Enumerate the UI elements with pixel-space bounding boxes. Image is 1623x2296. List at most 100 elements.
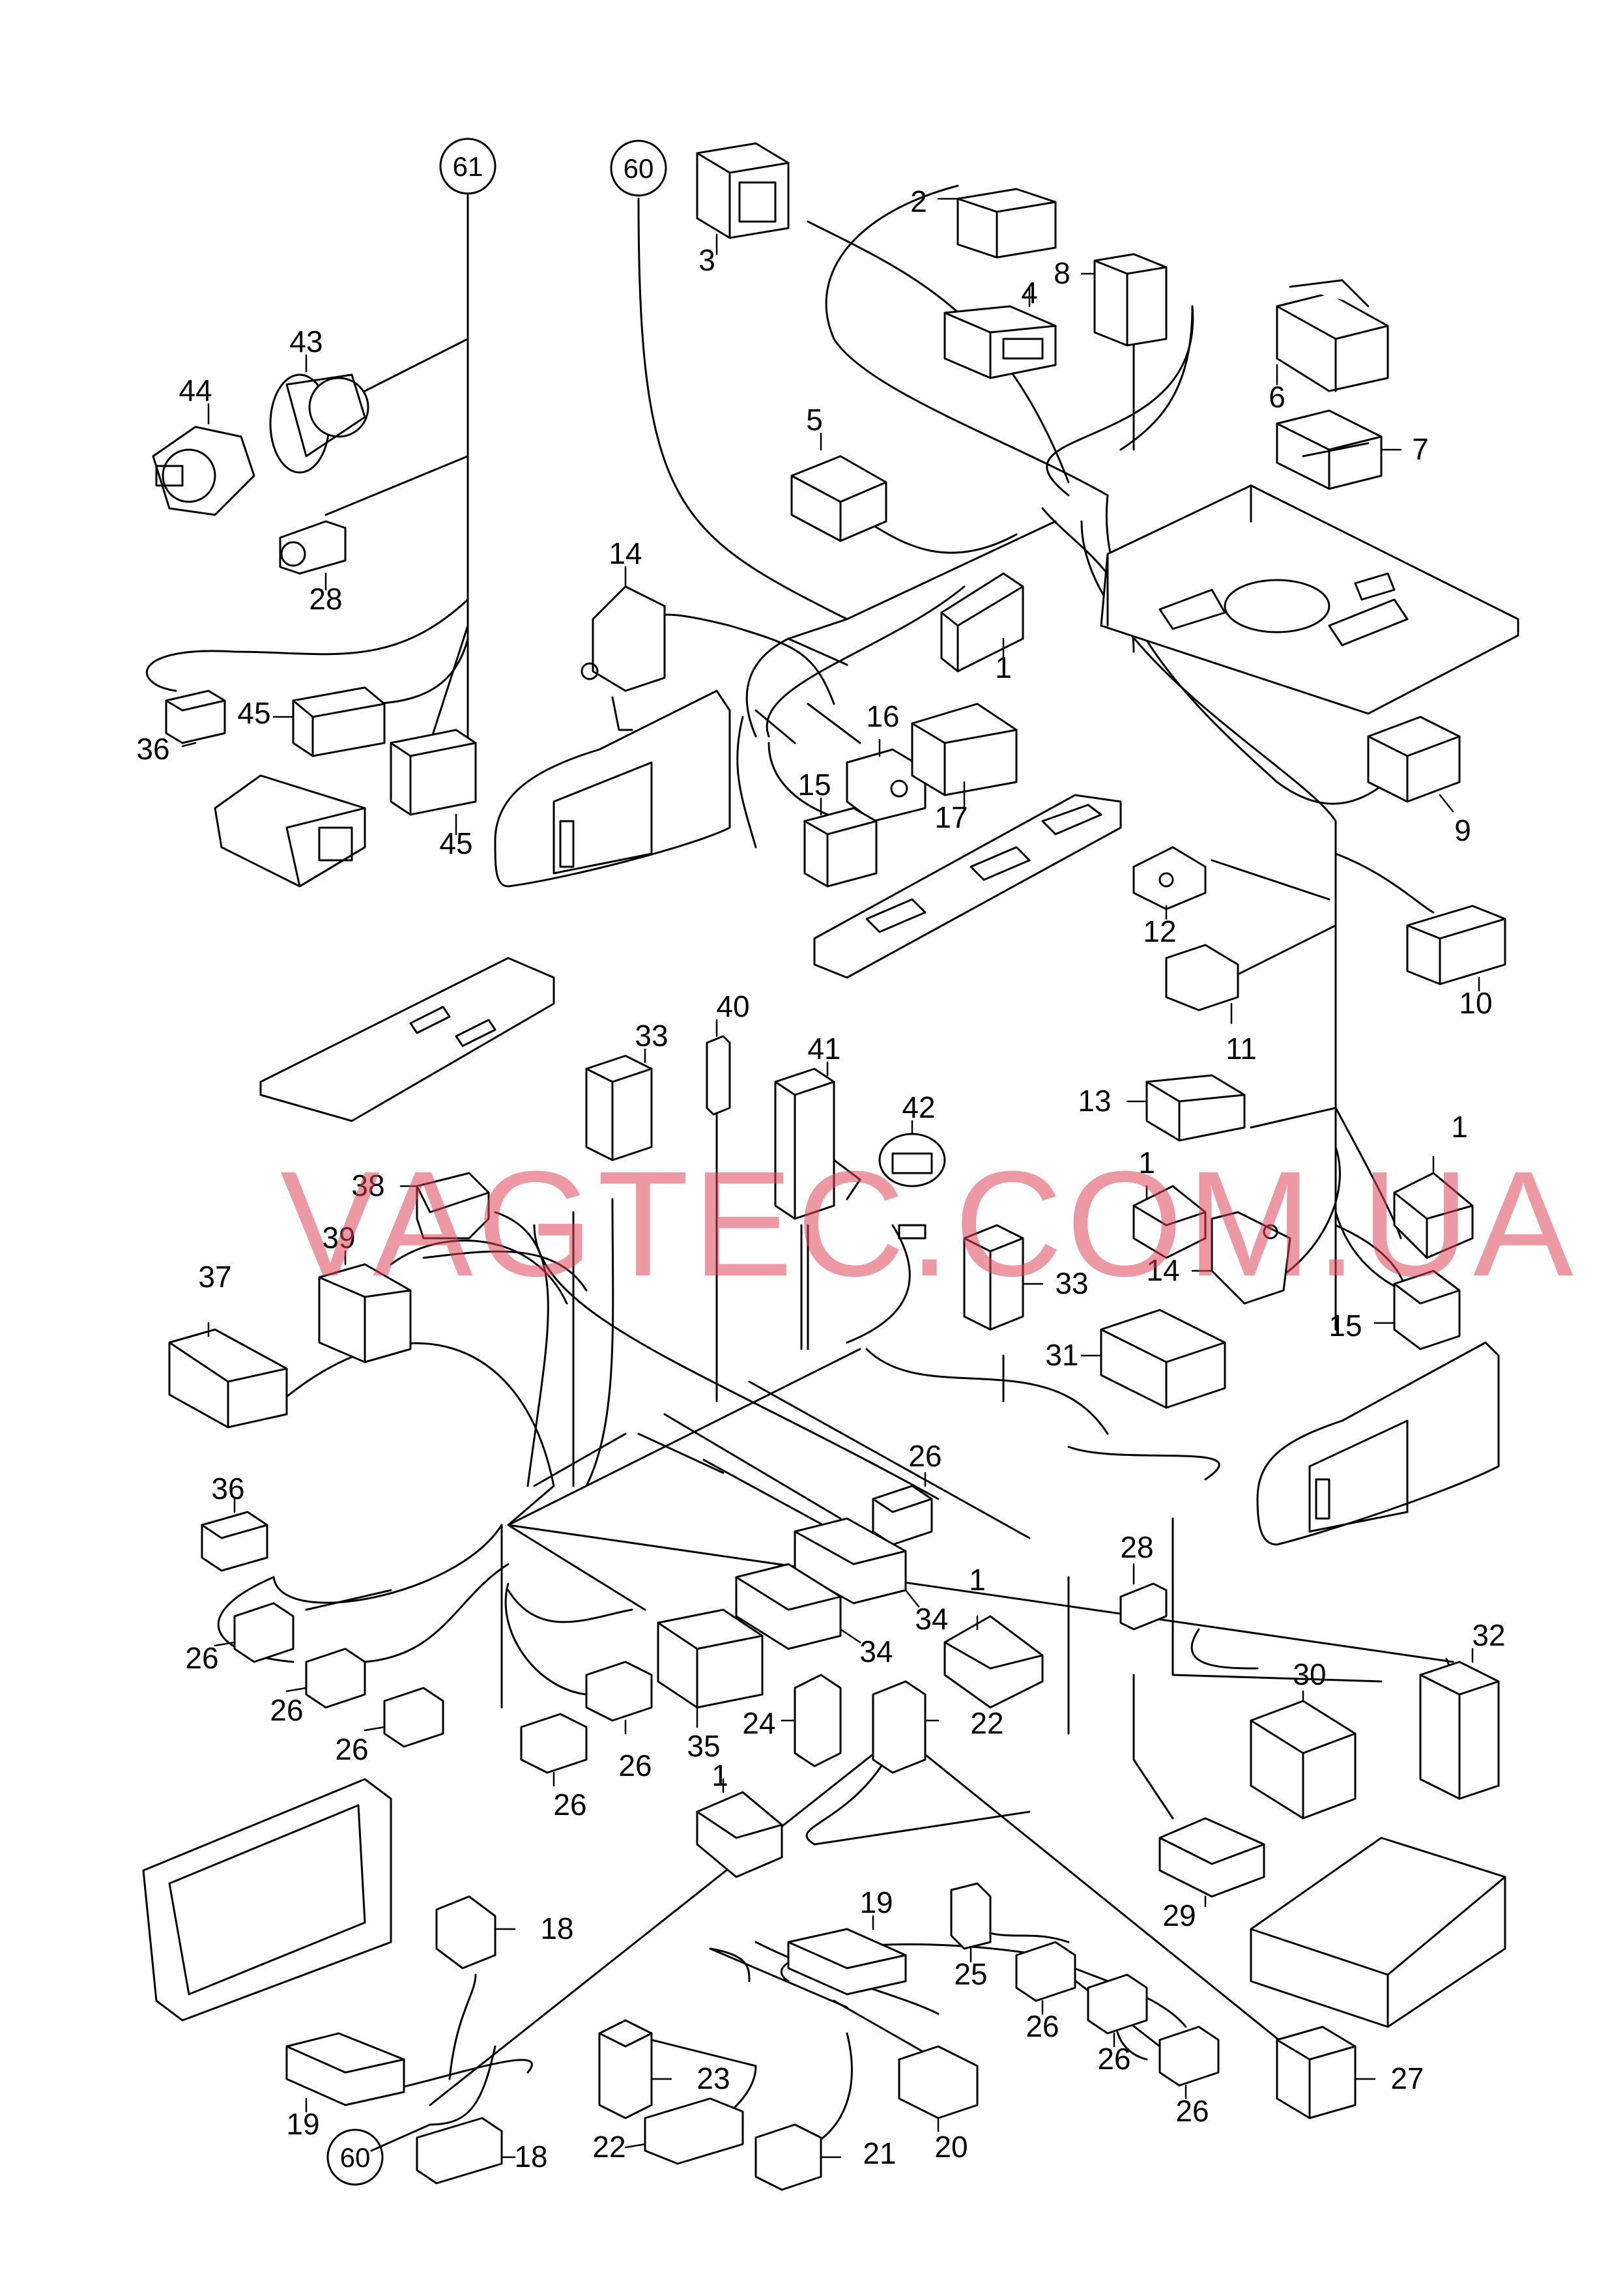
connector-26-c <box>305 1648 366 1709</box>
part-label: 1 <box>995 650 1012 684</box>
connector-35 <box>657 1608 764 1709</box>
part-label: 27 <box>1390 2061 1424 2095</box>
sun-visor-left <box>494 690 731 888</box>
part-label: 7 <box>1412 432 1429 466</box>
connector-45a <box>292 686 386 757</box>
part-label: 9 <box>1454 813 1471 847</box>
connector-40 <box>706 1035 731 1116</box>
reference-circle-labels: 61 60 60 <box>340 151 654 2173</box>
display-unit <box>142 1778 392 2022</box>
part-label: 40 <box>716 989 749 1023</box>
connector-26-b <box>233 1602 294 1663</box>
part-label: 30 <box>1293 1657 1326 1691</box>
part-label: 26 <box>1175 2094 1209 2128</box>
connector-7 <box>1276 409 1383 490</box>
connector-36-top <box>165 690 226 744</box>
part-label: 19 <box>859 1885 893 1919</box>
connector-33-top <box>585 1054 653 1161</box>
connector-38 <box>416 1172 490 1240</box>
part-label: 36 <box>211 1472 244 1505</box>
connector-14-top <box>581 585 666 731</box>
connector-26-g <box>1015 1941 1076 2002</box>
connector-20 <box>898 2045 979 2119</box>
connector-30 <box>1250 1700 1357 1820</box>
connector-19-left <box>285 2032 405 2106</box>
part-label: 34 <box>915 1602 948 1636</box>
connector-19-top <box>787 1928 907 1996</box>
part-label: 5 <box>806 403 823 437</box>
part-label: 24 <box>742 1706 775 1740</box>
connector-42 <box>878 1133 946 1240</box>
connector-45b <box>390 729 477 816</box>
part-label: 6 <box>1269 380 1285 414</box>
part-label: 16 <box>866 699 899 733</box>
part-label: 45 <box>237 696 270 730</box>
part-label: 33 <box>1055 1266 1088 1300</box>
connector-1-center <box>1132 1185 1207 1259</box>
part-label: 1 <box>1451 1110 1468 1144</box>
part-label: 15 <box>797 768 831 802</box>
part-label: 22 <box>970 1706 1003 1740</box>
switch-unit <box>214 774 366 888</box>
part-label: 28 <box>1120 1530 1153 1564</box>
part-label: 26 <box>618 1749 652 1782</box>
connector-14-center <box>1211 1211 1291 1305</box>
connector-17 <box>911 703 1018 796</box>
connector-34b <box>735 1563 842 1650</box>
part-label: 15 <box>1329 1309 1362 1343</box>
connector-1-lower <box>943 1615 1044 1709</box>
part-label: 22 <box>592 2130 625 2164</box>
control-module-box <box>1250 1837 1506 2028</box>
part-label: 44 <box>179 373 212 407</box>
connector-41 <box>774 1068 861 1220</box>
connector-29 <box>1158 1817 1265 1898</box>
part-label: 13 <box>1078 1084 1111 1118</box>
ref-label: 61 <box>453 151 483 182</box>
connector-26-d <box>383 1687 444 1748</box>
connector-28-center <box>1119 1582 1168 1631</box>
part-label: 36 <box>136 732 169 766</box>
part-label: 10 <box>1459 986 1492 1020</box>
grommet-43 <box>269 373 369 474</box>
connector-33-center <box>963 1224 1024 1331</box>
part-label: 26 <box>908 1439 941 1473</box>
part-label: 18 <box>540 1911 573 1945</box>
part-label: 26 <box>1026 2009 1059 2043</box>
connector-16 <box>846 748 926 822</box>
part-label: 8 <box>1054 256 1070 290</box>
leader-lines <box>181 197 1480 2158</box>
roof-switch-panel <box>813 794 1122 979</box>
part-number-labels: 3 2 4 8 6 7 43 44 28 5 14 1 36 45 45 16 … <box>136 184 1505 2173</box>
part-label: 21 <box>863 2136 896 2170</box>
part-label: 25 <box>954 1957 987 1991</box>
connector-28-top <box>279 520 347 575</box>
part-label: 26 <box>1097 2042 1130 2076</box>
connector-18-bottom <box>416 2117 503 2185</box>
connector-27 <box>1276 2026 1357 2119</box>
part-label: 41 <box>807 1032 840 1066</box>
part-label: 28 <box>309 582 342 616</box>
part-label: 14 <box>609 536 642 570</box>
part-label: 29 <box>1162 1898 1196 1932</box>
connector-8 <box>1093 253 1168 347</box>
part-label: 1 <box>711 1758 728 1792</box>
connector-26-h <box>1087 1973 1148 2035</box>
part-label: 23 <box>697 2061 730 2095</box>
connector-6 <box>1276 279 1389 392</box>
connector-21 <box>754 2123 822 2191</box>
connector-32 <box>1419 1661 1500 1800</box>
ref-label: 60 <box>624 153 654 184</box>
part-label: 26 <box>270 1693 303 1727</box>
part-label: 31 <box>1045 1338 1078 1372</box>
connector-25 <box>950 1882 992 1950</box>
connector-1-bottom <box>696 1791 783 1878</box>
part-label: 14 <box>1146 1253 1179 1287</box>
connector-5 <box>790 455 887 542</box>
part-label: 20 <box>934 2130 968 2164</box>
headliner-panel <box>259 957 555 1122</box>
connector-15-right <box>1393 1270 1461 1350</box>
part-label: 26 <box>185 1641 218 1675</box>
connector-26-a <box>872 1485 933 1546</box>
connector-26-f <box>585 1661 653 1722</box>
part-label: 4 <box>1021 276 1038 310</box>
